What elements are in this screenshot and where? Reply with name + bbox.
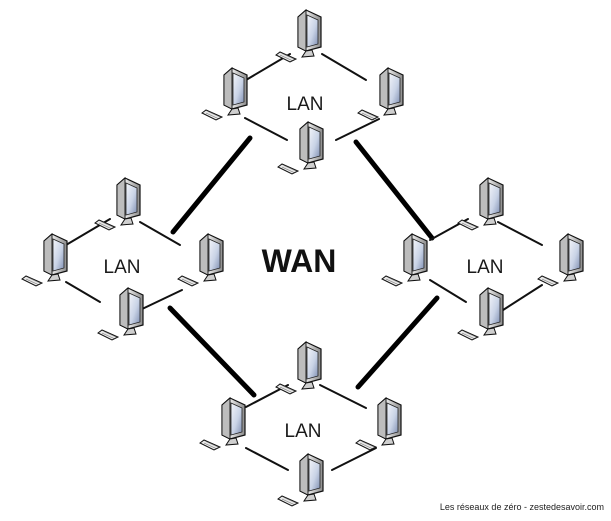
- computer-icon: [457, 177, 504, 231]
- lan-label-top: LAN: [287, 94, 324, 115]
- computer-icon: [21, 233, 68, 287]
- lan-link: [497, 221, 543, 246]
- computer-icon: [275, 341, 322, 395]
- wan-link-right-bottom: [355, 295, 440, 390]
- lan-label-left: LAN: [104, 257, 141, 278]
- computer-icon: [277, 453, 324, 507]
- computer-icon: [94, 177, 141, 231]
- wan-label: WAN: [262, 243, 337, 279]
- lan-bottom: LAN: [199, 341, 402, 507]
- lan-link: [331, 447, 377, 471]
- lan-link: [139, 289, 183, 311]
- lan-link: [321, 53, 367, 81]
- wan-link-top-right: [353, 139, 435, 241]
- computer-icon: [199, 397, 246, 451]
- wan-links: [167, 135, 440, 398]
- lan-link: [244, 117, 288, 141]
- lan-top: LAN: [201, 9, 404, 175]
- computer-icon: [537, 233, 584, 287]
- lan-right: LAN: [381, 177, 584, 341]
- lan-link: [65, 281, 101, 303]
- lan-link: [319, 384, 367, 409]
- lan-link: [335, 118, 380, 141]
- lan-link: [429, 279, 467, 303]
- lan-link: [139, 221, 181, 246]
- computer-icon: [275, 9, 322, 63]
- lan-label-bottom: LAN: [285, 421, 322, 442]
- lan-left: LAN: [21, 177, 224, 341]
- lan-link: [245, 447, 289, 471]
- computer-icon: [201, 67, 248, 121]
- lan-link: [499, 284, 543, 313]
- lan-label-right: LAN: [467, 257, 504, 278]
- computer-icon: [357, 67, 404, 121]
- wan-link-left-bottom: [167, 305, 257, 398]
- computer-icon: [457, 287, 504, 341]
- computer-icon: [381, 233, 428, 287]
- wan-link-top-left: [170, 135, 253, 235]
- computer-icon: [177, 233, 224, 287]
- computer-icon: [97, 287, 144, 341]
- computer-icon: [277, 121, 324, 175]
- credit-text: Les réseaux de zéro - zestedesavoir.com: [440, 502, 604, 512]
